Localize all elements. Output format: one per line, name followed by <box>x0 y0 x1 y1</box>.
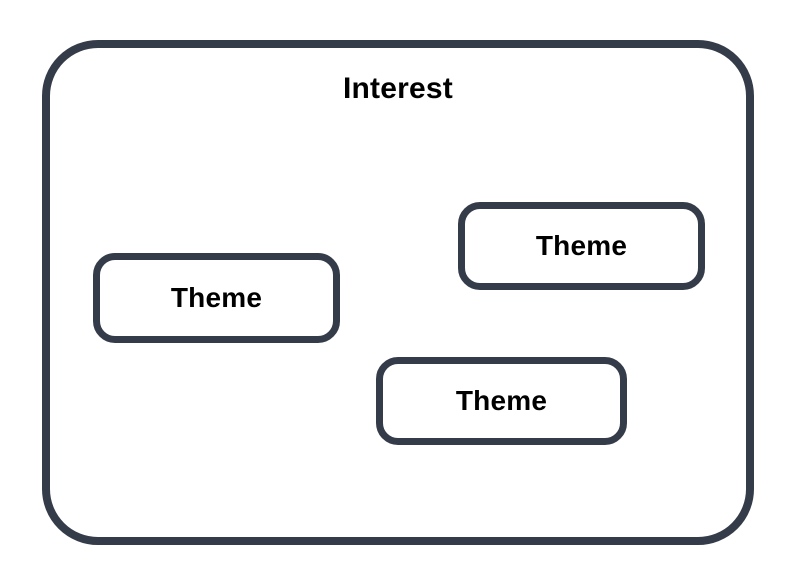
interest-container-label: Interest <box>343 72 453 105</box>
theme-node-bottom-middle: Theme <box>376 357 627 445</box>
theme-node-top-right-label: Theme <box>535 230 628 261</box>
interest-container-node: Interest Theme Theme Theme <box>42 40 754 545</box>
theme-node-top-right: Theme <box>458 202 705 290</box>
theme-node-left-label: Theme <box>170 282 263 313</box>
theme-node-bottom-middle-label: Theme <box>455 385 548 416</box>
theme-node-left: Theme <box>93 253 340 343</box>
